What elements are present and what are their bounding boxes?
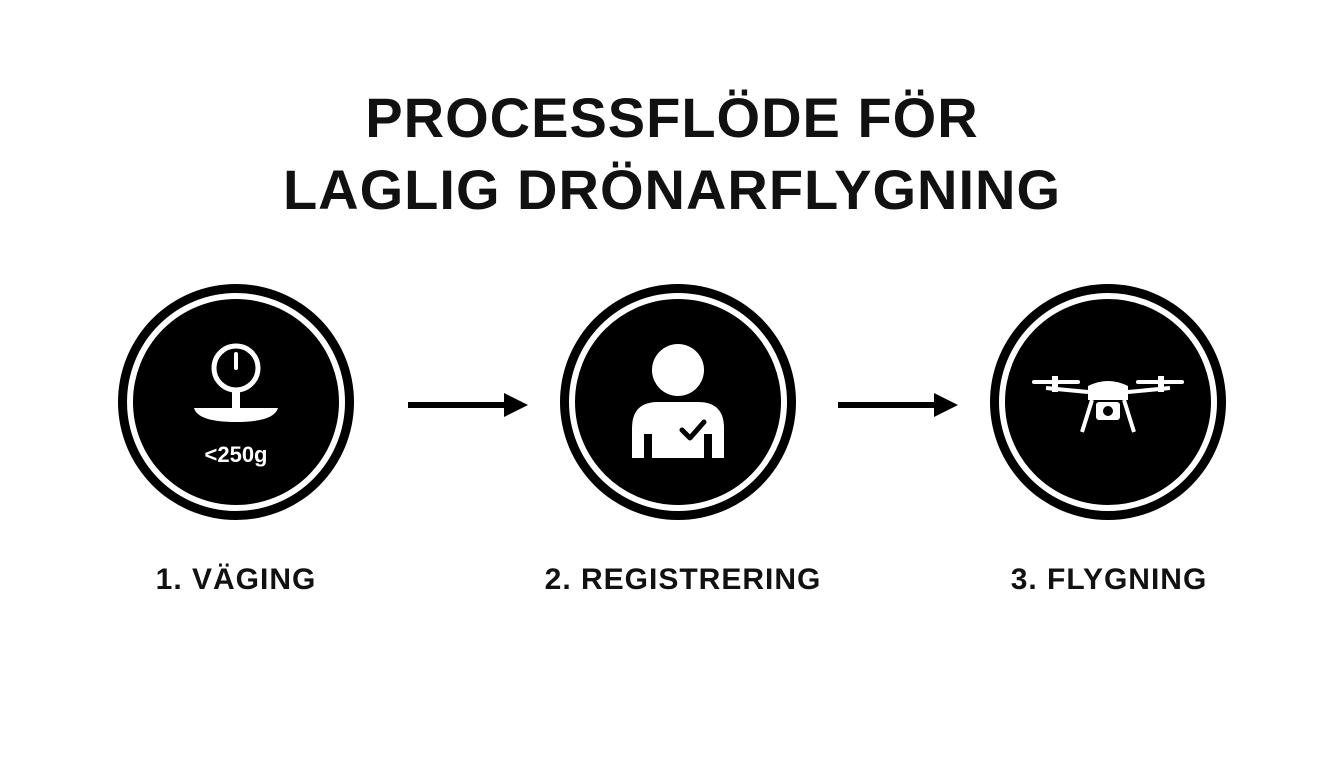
- title-line-2: LAGLIG DRÖNARFLYGNING: [282, 158, 1062, 221]
- arrow-icon: [408, 390, 528, 420]
- title-line-1: PROCESSFLÖDE FÖR: [365, 86, 979, 149]
- scale-icon: <250g: [194, 343, 278, 467]
- step-weighing: <250g: [116, 282, 356, 522]
- person-check-icon: [632, 344, 724, 458]
- page-title: PROCESSFLÖDE FÖR LAGLIG DRÖNARFLYGNING: [0, 82, 1344, 226]
- step-label-1: 1. VÄGING: [155, 563, 317, 596]
- step-circle-1: <250g: [118, 284, 354, 520]
- step-circle-3: [990, 284, 1226, 520]
- weight-limit-text: <250g: [205, 442, 268, 467]
- step-label-3: 3. FLYGNING: [1010, 563, 1208, 596]
- step-label-2: 2. REGISTRERING: [544, 563, 822, 596]
- arrow-icon: [838, 390, 958, 420]
- step-registration: [558, 282, 798, 522]
- step-flight: [988, 282, 1228, 522]
- step-circle-2: [560, 284, 796, 520]
- drone-icon: [1032, 376, 1184, 433]
